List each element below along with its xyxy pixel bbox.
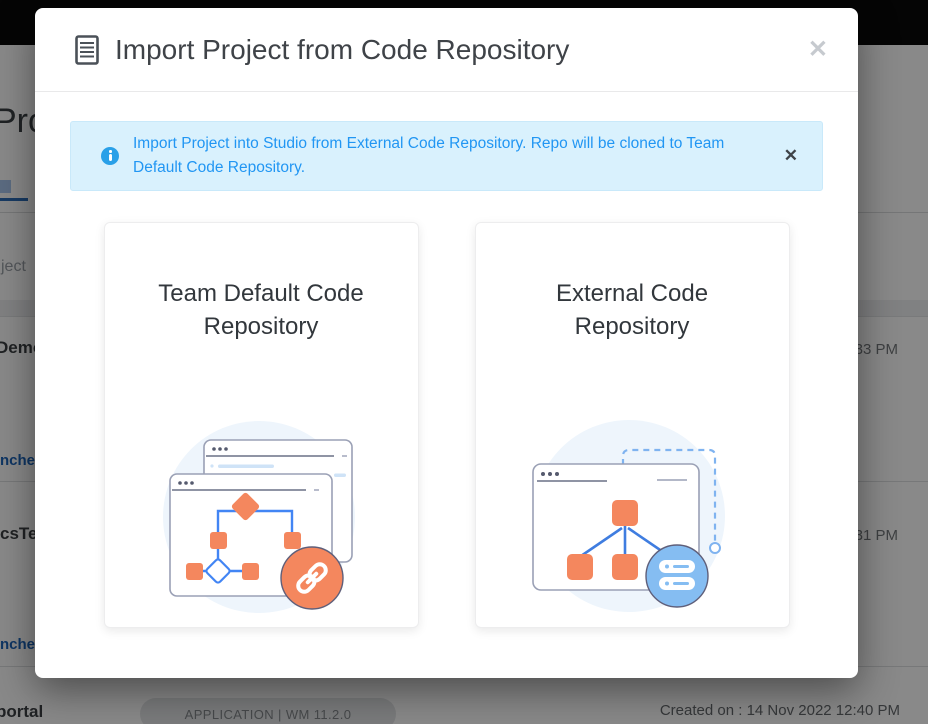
info-alert: Import Project into Studio from External… [70, 121, 823, 191]
project-row-name: csTe [0, 524, 38, 543]
project-row-time: 33 PM [854, 341, 898, 358]
branches-link[interactable]: nches [0, 452, 44, 469]
info-icon [101, 147, 119, 165]
document-icon [75, 34, 99, 65]
team-default-repo-card[interactable]: Team Default Code Repository [103, 222, 419, 628]
import-project-dialog: Import Project from Code Repository ✕ Im… [35, 8, 858, 678]
card-title: Team Default Code Repository [158, 280, 364, 340]
project-row-time: 31 PM [854, 527, 898, 544]
dialog-header: Import Project from Code Repository ✕ [35, 8, 858, 92]
close-icon[interactable]: ✕ [807, 35, 828, 63]
dialog-title: Import Project from Code Repository [115, 33, 570, 65]
search-input[interactable]: ject [1, 258, 26, 275]
external-repository-server-illustration [532, 420, 725, 612]
project-row-name: Demo [0, 338, 44, 357]
active-tab-underline [0, 198, 28, 201]
alert-close-icon[interactable]: ✕ [783, 146, 798, 165]
branches-link[interactable]: nches [0, 636, 44, 653]
card-title: External Code Repository [555, 280, 709, 340]
server-icon [645, 544, 709, 608]
tab-label-fragment [0, 180, 11, 193]
linked-code-repository-illustration [163, 421, 355, 613]
project-row-name: portal [0, 702, 44, 721]
link-icon [280, 546, 344, 610]
alert-message: Import Project into Studio from External… [133, 135, 725, 176]
created-on-text: Created on : 14 Nov 2022 12:40 PM [659, 702, 900, 719]
application-version-badge: APPLICATION | WM 11.2.0 [140, 698, 396, 724]
repository-options: Team Default Code Repository [35, 222, 858, 628]
external-repo-card[interactable]: External Code Repository [474, 222, 790, 628]
